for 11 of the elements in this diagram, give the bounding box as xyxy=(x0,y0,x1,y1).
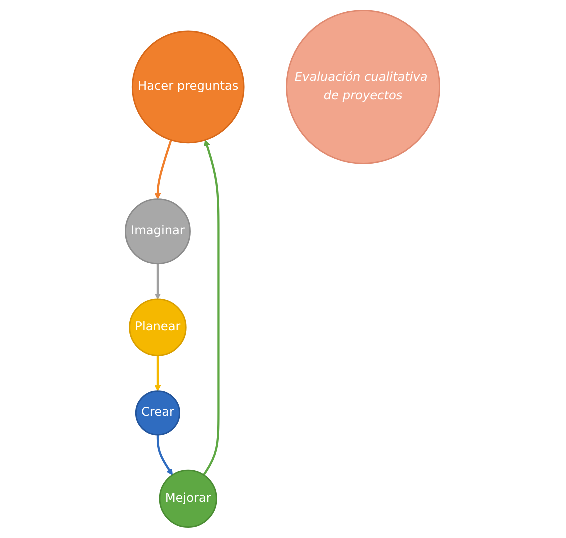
node-circle: Crear xyxy=(136,390,181,436)
node-circle: Evaluación cualitativa de proyectos xyxy=(286,10,441,164)
node-circle: Mejorar xyxy=(160,470,218,528)
arrow xyxy=(203,140,220,476)
arrow xyxy=(157,435,174,476)
arrow xyxy=(155,264,162,300)
arrow xyxy=(155,356,162,392)
node-circle: Planear xyxy=(129,298,188,356)
arrow xyxy=(155,140,173,200)
node-circle: Imaginar xyxy=(125,198,192,265)
node-circle: Hacer preguntas xyxy=(132,30,246,144)
